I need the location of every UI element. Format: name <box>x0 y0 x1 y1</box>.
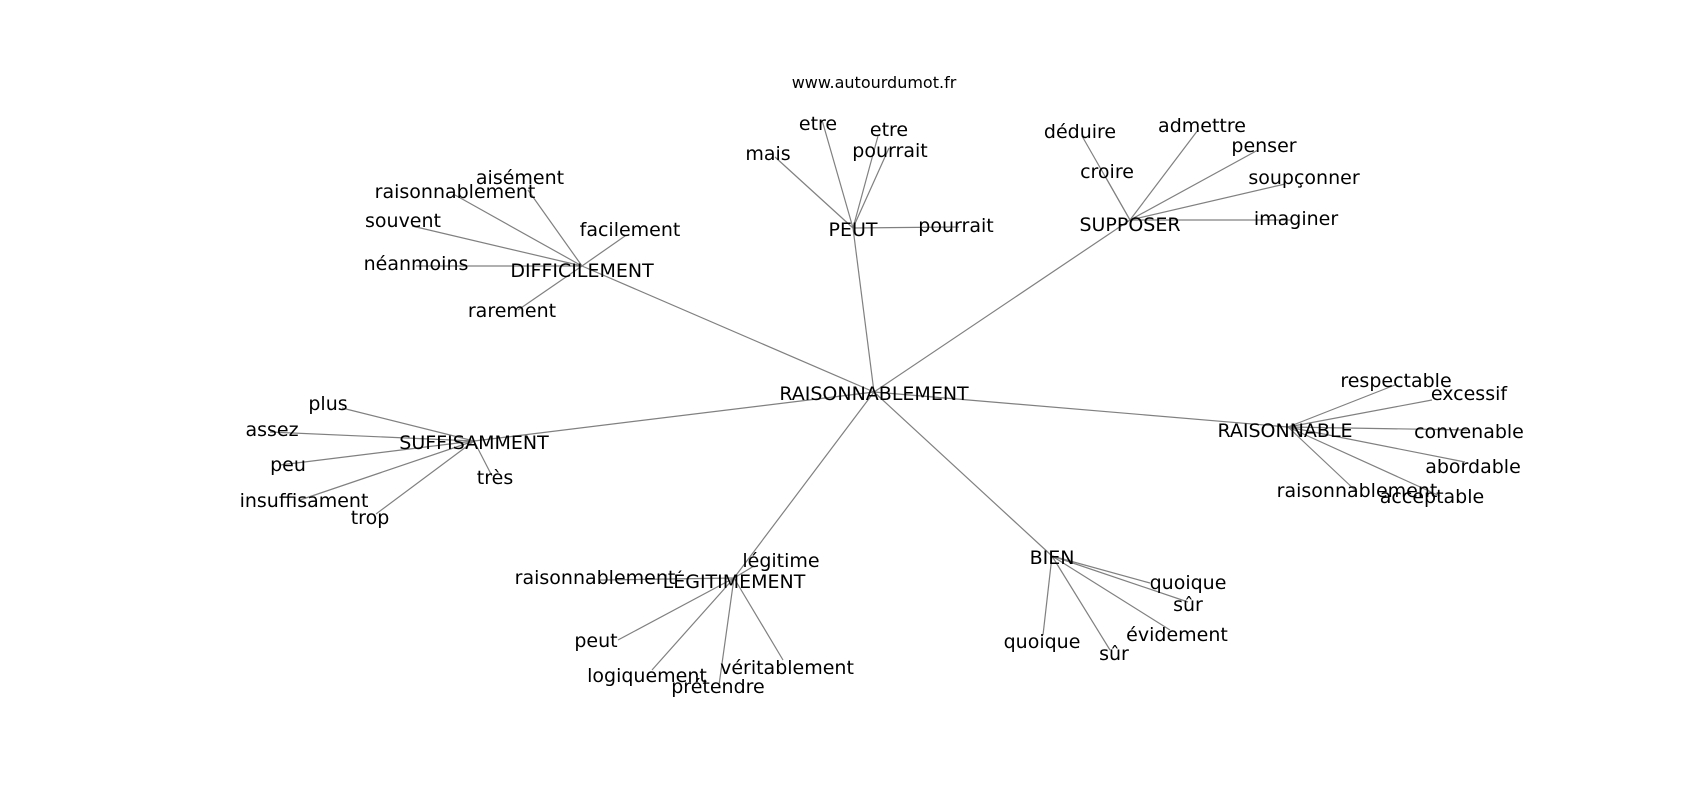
edge-hub-to-word <box>1129 149 1259 221</box>
leaf-word-label[interactable]: abordable <box>1425 456 1521 478</box>
leaf-word-label[interactable]: soupçonner <box>1248 167 1359 189</box>
leaf-word-label[interactable]: respectable <box>1340 370 1451 392</box>
edge-hub-to-word <box>581 235 626 267</box>
hub-word-label[interactable]: SUFFISAMMENT <box>399 432 549 454</box>
leaf-word-label[interactable]: mais <box>745 143 790 165</box>
edge-hub-to-word <box>527 189 583 267</box>
leaf-word-label[interactable]: etre <box>799 113 837 135</box>
leaf-word-label[interactable]: quoique <box>1150 572 1227 594</box>
edge-hub-to-word <box>718 577 735 686</box>
leaf-word-label[interactable]: souvent <box>365 210 441 232</box>
edge-hub-to-word <box>1051 555 1171 631</box>
edge-hub-to-word <box>517 265 583 311</box>
hub-word-label[interactable]: LÉGITIMEMENT <box>663 570 806 593</box>
leaf-word-label[interactable]: trop <box>351 507 390 529</box>
edge-hub-to-word <box>341 407 475 442</box>
leaf-word-label[interactable]: imaginer <box>1254 208 1339 230</box>
leaf-word-label[interactable]: insuffisament <box>240 490 369 512</box>
edge-hub-to-word <box>299 440 475 501</box>
edge-hub-to-word <box>1287 426 1441 497</box>
hub-word-label[interactable]: BIEN <box>1030 547 1075 569</box>
leaf-word-label[interactable]: facilement <box>580 219 681 241</box>
leaf-word-label[interactable]: convenable <box>1414 421 1524 443</box>
edge-hub-to-word <box>1042 555 1053 636</box>
edge-hub-to-word <box>617 577 735 641</box>
leaf-word-label[interactable]: assez <box>245 419 298 441</box>
leaf-word-label[interactable]: penser <box>1231 135 1296 157</box>
leaf-word-label[interactable]: peu <box>270 454 306 476</box>
edge-hub-to-word <box>821 119 854 229</box>
leaf-word-label[interactable]: croire <box>1080 161 1134 183</box>
edge-hub-to-word <box>375 440 475 515</box>
edge-hub-to-word <box>1287 426 1466 463</box>
edge-hub-to-word <box>279 440 475 466</box>
edge-hub-to-word <box>733 577 784 661</box>
leaf-word-label[interactable]: prétendre <box>671 676 764 698</box>
leaf-word-label[interactable]: raisonnablement <box>515 567 676 589</box>
leaf-word-label[interactable]: très <box>477 467 513 489</box>
hub-word-label[interactable]: SUPPOSER <box>1079 214 1180 236</box>
hub-word-label[interactable]: PEUT <box>829 219 878 241</box>
edge-hub-to-word <box>1051 555 1111 651</box>
edge-hub-to-word <box>774 156 854 229</box>
edge-center-to-hub <box>873 219 1131 393</box>
edge-hub-to-word <box>1287 426 1358 493</box>
labels: RAISONNABLEMENTPEUTetremaisetrepourraitp… <box>240 113 1524 698</box>
edge-hub-to-word <box>1051 555 1189 603</box>
edge-hub-to-word <box>651 577 735 671</box>
edge-hub-to-word <box>1129 129 1199 221</box>
leaf-word-label[interactable]: légitime <box>742 550 819 572</box>
edge-center-to-hub <box>581 265 875 393</box>
edge-hub-to-word <box>1129 183 1286 221</box>
leaf-word-label[interactable]: pourrait <box>852 140 927 162</box>
edge-hub-to-word <box>1287 399 1433 428</box>
leaf-word-label[interactable]: évidement <box>1126 624 1228 646</box>
leaf-word-label[interactable]: sûr <box>1173 594 1203 616</box>
edge-hub-to-word <box>454 194 583 267</box>
leaf-word-label[interactable]: logiquement <box>587 665 707 687</box>
edge-hub-to-word <box>1287 426 1468 431</box>
leaf-word-label[interactable]: déduire <box>1044 121 1116 143</box>
leaf-word-label[interactable]: etre <box>870 119 908 141</box>
edge-center-to-hub <box>852 227 875 393</box>
leaf-word-label[interactable]: raisonnablement <box>1277 480 1438 502</box>
hub-word-label[interactable]: DIFFICILEMENT <box>510 260 654 282</box>
edge-hub-to-word <box>269 431 475 442</box>
leaf-word-label[interactable]: acceptable <box>1380 486 1484 508</box>
edge-center-to-hub <box>733 391 875 579</box>
center-word-label[interactable]: RAISONNABLEMENT <box>779 383 969 405</box>
edge-hub-to-word <box>733 565 755 579</box>
edges <box>269 119 1468 686</box>
leaf-word-label[interactable]: pourrait <box>918 215 993 237</box>
edge-center-to-hub <box>873 391 1053 557</box>
leaf-word-label[interactable]: raisonnablement <box>375 181 536 203</box>
leaf-word-label[interactable]: sûr <box>1099 643 1129 665</box>
leaf-word-label[interactable]: excessif <box>1431 383 1508 405</box>
leaf-word-label[interactable]: rarement <box>468 300 556 322</box>
leaf-word-label[interactable]: quoique <box>1004 631 1081 653</box>
leaf-word-label[interactable]: plus <box>308 393 347 415</box>
credit-text: www.autourdumot.fr <box>792 73 957 92</box>
leaf-word-label[interactable]: peut <box>574 630 617 652</box>
edge-hub-to-word <box>1287 384 1396 428</box>
hub-word-label[interactable]: RAISONNABLE <box>1217 420 1352 442</box>
leaf-word-label[interactable]: aisément <box>476 167 564 189</box>
leaf-word-label[interactable]: néanmoins <box>364 253 469 275</box>
edge-center-to-hub <box>473 391 875 442</box>
edge-hub-to-word <box>1051 555 1151 584</box>
leaf-word-label[interactable]: véritablement <box>720 657 854 679</box>
edge-hub-to-word <box>1104 175 1131 221</box>
edge-hub-to-word <box>599 577 735 581</box>
edge-hub-to-word <box>852 147 890 229</box>
edge-hub-to-word <box>852 135 879 229</box>
edge-center-to-hub <box>873 391 1289 428</box>
edge-hub-to-word <box>473 440 493 477</box>
edge-hub-to-word <box>411 225 583 267</box>
leaf-word-label[interactable]: admettre <box>1158 115 1246 137</box>
edge-hub-to-word <box>852 226 960 229</box>
